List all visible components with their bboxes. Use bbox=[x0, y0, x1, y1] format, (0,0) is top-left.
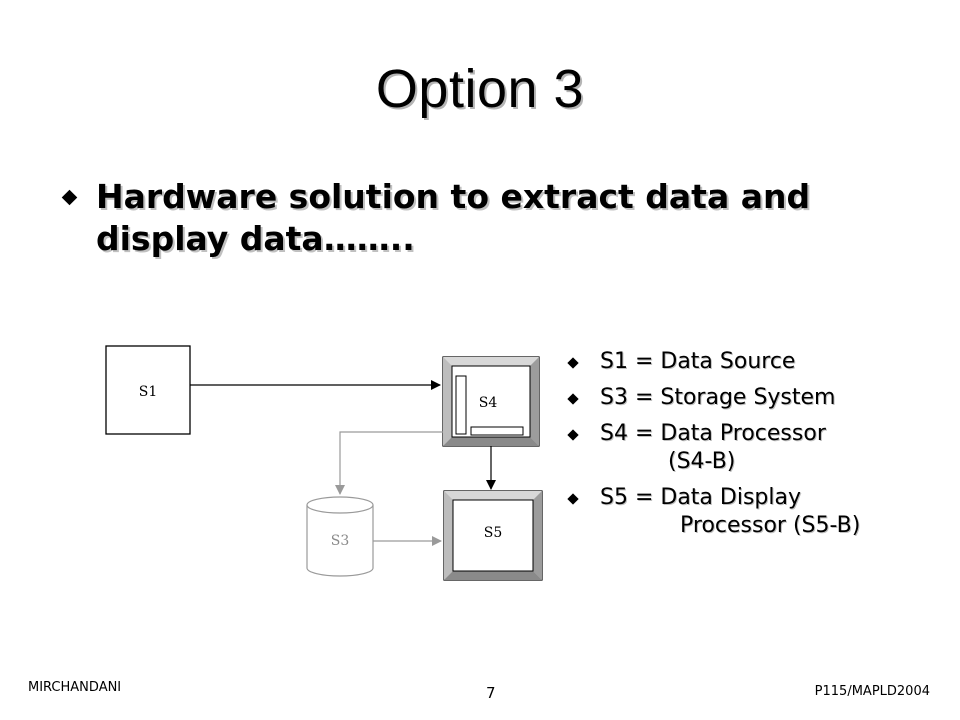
slide-title: Option 3 bbox=[375, 59, 585, 119]
s3-node: S3 bbox=[306, 496, 374, 577]
page-number: 7 bbox=[486, 684, 496, 702]
legend-text: S4 = Data Processor bbox=[600, 421, 826, 446]
legend-list: S1 = Data Source S3 = Storage System S4 … bbox=[566, 348, 946, 548]
legend-text: S5 = Data Display bbox=[600, 485, 801, 510]
s1-node: S1 bbox=[105, 345, 191, 435]
diamond-bullet-icon bbox=[567, 493, 579, 505]
main-bullet-text: Hardware solution to extract data and di… bbox=[96, 177, 811, 258]
legend-text: S1 = Data Source bbox=[600, 349, 796, 374]
footer-author: MIRCHANDANI bbox=[28, 680, 122, 695]
legend-item-s1: S1 = Data Source bbox=[566, 348, 946, 376]
legend-item-s4: S4 = Data Processor (S4-B) bbox=[566, 420, 946, 476]
diamond-bullet-icon bbox=[567, 393, 579, 405]
s5-node: S5 bbox=[443, 490, 543, 581]
legend-item-s5: S5 = Data Display Processor (S5-B) bbox=[566, 484, 946, 540]
s4-node: S4 bbox=[442, 356, 540, 447]
diamond-bullet-icon bbox=[567, 429, 579, 441]
s4-label: S4 bbox=[479, 395, 498, 411]
footer-reference: P115/MAPLD2004 bbox=[814, 684, 930, 699]
s3-label: S3 bbox=[331, 533, 350, 549]
legend-item-s3: S3 = Storage System bbox=[566, 384, 946, 412]
main-bullet: Hardware solution to extract data and di… bbox=[58, 176, 878, 260]
diamond-bullet-icon bbox=[567, 357, 579, 369]
legend-text: S3 = Storage System bbox=[600, 385, 836, 410]
legend-continuation: (S4-B) bbox=[668, 449, 736, 474]
legend-continuation: Processor (S5-B) bbox=[680, 513, 861, 538]
arrow-s4-to-s3 bbox=[335, 431, 443, 495]
s1-label: S1 bbox=[139, 384, 158, 400]
s5-label: S5 bbox=[484, 525, 503, 541]
